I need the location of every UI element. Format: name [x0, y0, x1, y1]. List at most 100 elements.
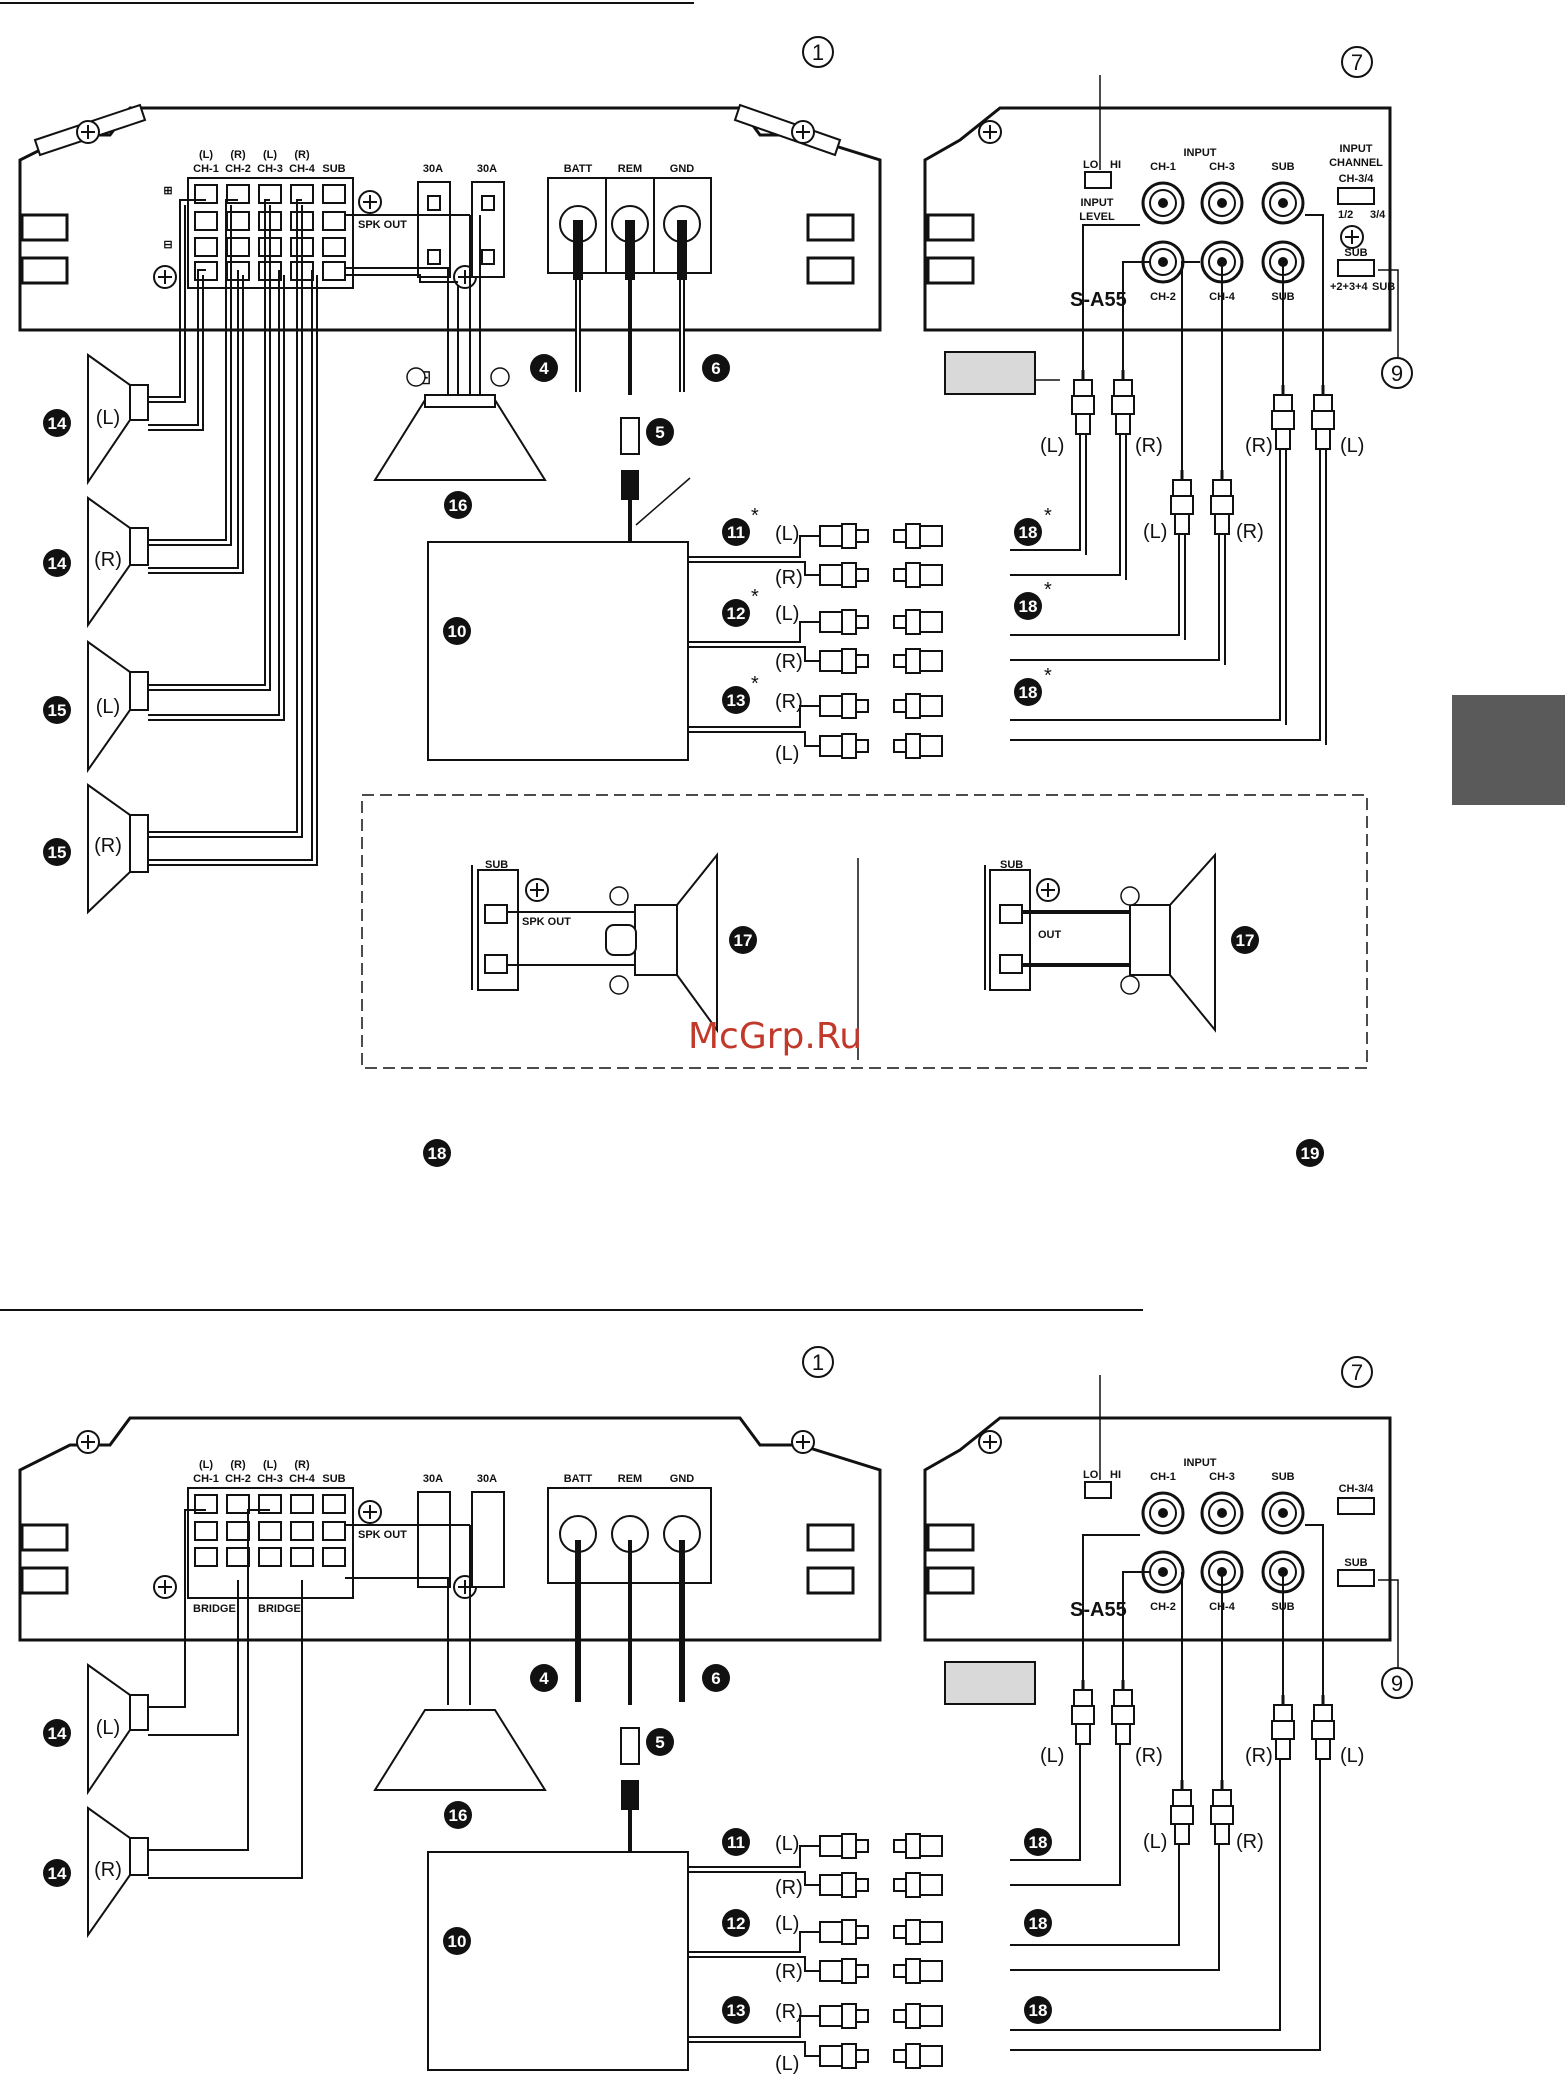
- svg-text:19: 19: [1301, 1144, 1320, 1163]
- svg-text:15: 15: [48, 701, 67, 720]
- svg-text:18: 18: [1019, 523, 1038, 542]
- svg-text:1: 1: [812, 1350, 824, 1375]
- fuse-block: 30A 30A: [417, 163, 505, 278]
- svg-text:CH-2: CH-2: [1150, 291, 1176, 303]
- svg-text:(R): (R): [94, 1859, 122, 1881]
- svg-text:1: 1: [812, 40, 824, 65]
- ring-callout-1-bottom: 1: [802, 1346, 834, 1378]
- svg-text:9: 9: [1391, 1671, 1403, 1696]
- svg-text:(L): (L): [199, 1459, 213, 1471]
- svg-text:*: *: [1044, 505, 1052, 527]
- svg-text:CH-3/4: CH-3/4: [1339, 1483, 1375, 1495]
- svg-text:CH-2: CH-2: [1150, 1601, 1176, 1613]
- svg-text:(R): (R): [1135, 435, 1163, 457]
- svg-text:(L): (L): [1340, 1745, 1364, 1767]
- speaker-front-right: (R) 14: [43, 496, 149, 629]
- svg-text:CH-1: CH-1: [1150, 1471, 1176, 1483]
- svg-text:SUB: SUB: [485, 859, 508, 871]
- svg-text:3/4: 3/4: [1370, 209, 1386, 221]
- svg-text:GND: GND: [670, 163, 695, 175]
- svg-text:SPK OUT: SPK OUT: [358, 1529, 407, 1541]
- callout-5: 5: [646, 418, 674, 446]
- svg-text:(R): (R): [1245, 435, 1273, 457]
- svg-text:CH-1: CH-1: [1150, 161, 1176, 173]
- svg-text:SUB: SUB: [322, 163, 345, 175]
- svg-text:⊞: ⊞: [163, 185, 172, 197]
- svg-text:(R): (R): [94, 549, 122, 571]
- svg-text:12: 12: [727, 604, 746, 623]
- svg-text:CH-2: CH-2: [225, 163, 251, 175]
- svg-text:LO: LO: [1083, 1469, 1099, 1481]
- svg-text:7: 7: [1351, 1360, 1363, 1385]
- svg-text:INPUT: INPUT: [1184, 1457, 1217, 1469]
- speaker-rear-left: (L) 15: [43, 640, 149, 774]
- amp-rca-plugs: (L) (R) (R) (L) (L) (R): [1010, 214, 1364, 745]
- svg-text:SPK OUT: SPK OUT: [522, 916, 571, 928]
- svg-text:14: 14: [48, 1724, 67, 1743]
- svg-text:REM: REM: [618, 163, 642, 175]
- svg-text:(R): (R): [775, 1961, 803, 1983]
- svg-text:(L): (L): [263, 149, 277, 161]
- svg-text:*: *: [1044, 665, 1052, 687]
- svg-text:LEVEL: LEVEL: [1079, 211, 1115, 223]
- svg-text:1/2: 1/2: [1338, 209, 1353, 221]
- svg-text:CH-2: CH-2: [225, 1473, 251, 1485]
- svg-text:16: 16: [449, 496, 468, 515]
- svg-text:INPUT: INPUT: [1184, 147, 1217, 159]
- svg-text:(L): (L): [1143, 521, 1167, 543]
- svg-text:CH-3: CH-3: [257, 1473, 283, 1485]
- svg-text:10: 10: [448, 1932, 467, 1951]
- svg-text:4: 4: [539, 1669, 549, 1688]
- svg-text:9: 9: [1391, 361, 1403, 386]
- svg-text:6: 6: [711, 359, 720, 378]
- svg-text:(R): (R): [1236, 521, 1264, 543]
- svg-text:CHANNEL: CHANNEL: [1329, 157, 1383, 169]
- svg-text:*: *: [751, 673, 759, 695]
- svg-text:CH-3: CH-3: [257, 163, 283, 175]
- svg-text:BRIDGE: BRIDGE: [258, 1603, 301, 1615]
- svg-text:(R): (R): [294, 1459, 310, 1471]
- svg-text:CH-3/4: CH-3/4: [1339, 173, 1375, 185]
- svg-text:SUB: SUB: [1344, 247, 1367, 259]
- svg-text:(L): (L): [1340, 435, 1364, 457]
- svg-text:S-A55: S-A55: [1070, 289, 1127, 311]
- svg-text:SUB: SUB: [322, 1473, 345, 1485]
- svg-text:11: 11: [727, 1833, 745, 1852]
- svg-text:15: 15: [48, 843, 67, 862]
- svg-text:*: *: [1044, 579, 1052, 601]
- svg-text:(L): (L): [263, 1459, 277, 1471]
- remote-connector: [620, 417, 691, 545]
- svg-text:(R): (R): [294, 149, 310, 161]
- svg-text:(R): (R): [230, 149, 246, 161]
- section-tab: [1452, 695, 1565, 805]
- svg-text:17: 17: [1236, 931, 1255, 950]
- svg-text:⊟: ⊟: [163, 239, 172, 251]
- svg-text:(R): (R): [775, 1877, 803, 1899]
- subwoofer-16: ⊟ 16: [345, 214, 547, 519]
- svg-text:CH-3: CH-3: [1209, 1471, 1235, 1483]
- svg-text:*: *: [751, 586, 759, 608]
- watermark: McGrp.Ru: [688, 1016, 862, 1057]
- subwoofer-options-inset: SUB SPK OUT 17 SUB OUT 17: [361, 794, 1368, 1069]
- svg-text:HI: HI: [1110, 159, 1121, 171]
- svg-text:18: 18: [428, 1144, 447, 1163]
- svg-text:(L): (L): [775, 1833, 799, 1855]
- svg-text:(L): (L): [1040, 1745, 1064, 1767]
- svg-text:CH-4: CH-4: [289, 163, 316, 175]
- svg-text:(R): (R): [775, 567, 803, 589]
- svg-text:(R): (R): [775, 691, 803, 713]
- svg-text:14: 14: [48, 414, 67, 433]
- svg-text:(L): (L): [96, 407, 120, 429]
- svg-text:(R): (R): [1245, 1745, 1273, 1767]
- rca-cable-pairs: (L) (R) (L) (R) (R) (L) 11 * 12 * 13 * 1…: [688, 505, 1052, 765]
- svg-text:LO: LO: [1083, 159, 1099, 171]
- svg-text:10: 10: [448, 622, 467, 641]
- svg-text:14: 14: [48, 1864, 67, 1883]
- svg-text:(L): (L): [1143, 1831, 1167, 1853]
- svg-text:SPK OUT: SPK OUT: [358, 219, 407, 231]
- svg-text:18: 18: [1019, 597, 1038, 616]
- svg-text:SUB: SUB: [1271, 1471, 1294, 1483]
- power-terminal-block: BATT REM GND: [547, 163, 712, 395]
- svg-text:HI: HI: [1110, 1469, 1121, 1481]
- svg-text:30A: 30A: [477, 1473, 497, 1485]
